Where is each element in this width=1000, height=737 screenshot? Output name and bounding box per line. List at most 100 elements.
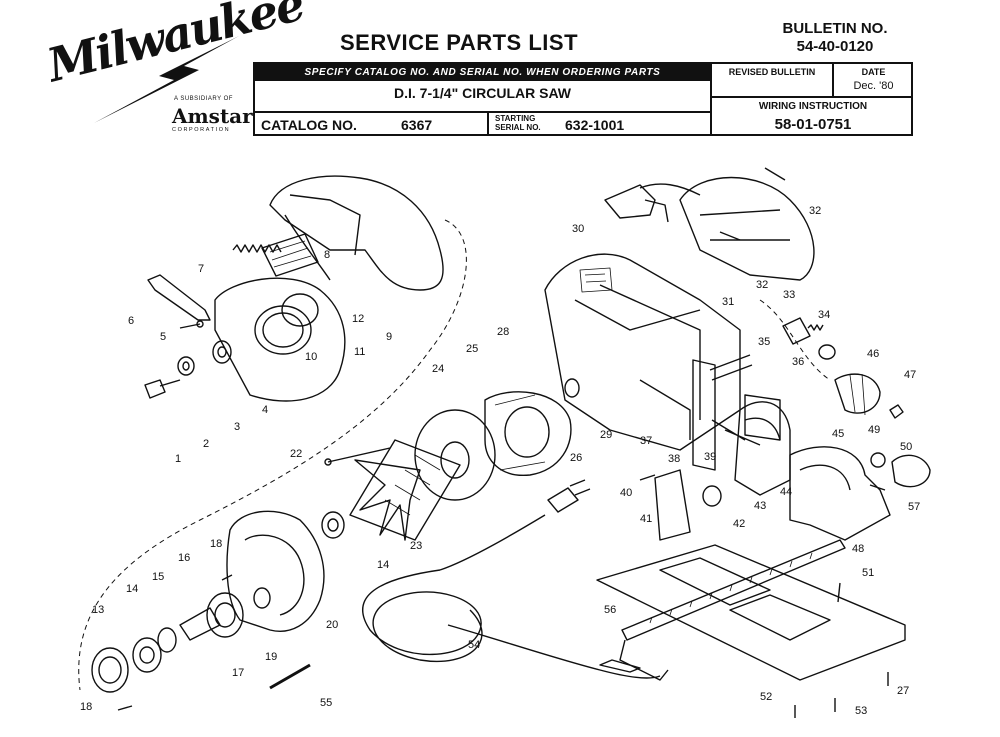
part-label-50: 50 [900,441,912,453]
wiring-number: 58-01-0751 [774,116,852,133]
brush-cap [818,344,836,360]
long-screw [327,447,391,463]
part-label-46: 46 [867,348,879,360]
fence-bracket [654,469,691,541]
part-label-54: 54 [468,639,480,651]
part-label-38: 38 [668,453,680,465]
depth-knob [834,373,881,414]
part-label-53: 53 [855,705,867,717]
bulletin-label: BULLETIN NO. [782,20,888,37]
subsidiary-line: A SUBSIDIARY OF [174,96,233,102]
part-label-27: 27 [897,685,909,697]
date-value: Dec. '80 [853,80,894,92]
part-label-47: 47 [904,369,916,381]
part-label-18: 18 [80,701,92,713]
lower-blade-guard [214,277,346,402]
bulletin-number: 54-40-0120 [796,38,874,55]
part-label-39: 39 [704,451,716,463]
field-assembly [484,391,572,476]
milwaukee-logo: Milwaukee A SUBSIDIARY OF Amstar CORPORA… [34,0,308,138]
part-label-17: 17 [232,667,244,679]
part-label-1: 1 [175,453,181,465]
cord-sleeve [599,659,641,673]
part-label-29: 29 [600,429,612,441]
part-label-20: 20 [326,619,338,631]
bearing-retainer [91,647,129,693]
spindle-gear [206,592,244,638]
part-label-5: 5 [160,331,166,343]
part-label-35: 35 [758,336,770,348]
rip-fence-bar [621,539,846,641]
part-label-8: 8 [324,249,330,261]
motor-housing [544,253,741,451]
wing-nut [891,454,931,488]
handle-screw [764,167,786,181]
part-label-14: 14 [126,583,138,595]
catalog-label: CATALOG NO. [261,117,357,133]
part-label-22: 22 [290,448,302,460]
plug [547,487,579,513]
depth-bracket [734,401,791,496]
part-label-18: 18 [210,538,222,550]
page-title: SERVICE PARTS LIST [340,30,579,55]
pivot-bracket [789,446,891,541]
shoe-base [596,544,906,681]
spindle [179,607,221,641]
part-label-42: 42 [733,518,745,530]
trigger-switch [604,184,656,219]
bulletin-block: BULLETIN NO. 54-40-0120 [760,20,910,55]
part-label-32: 32 [756,279,768,291]
part-label-37: 37 [640,435,652,447]
field-bearing [564,378,580,398]
assembly-screws [639,354,761,481]
part-label-28: 28 [497,326,509,338]
part-label-14: 14 [377,559,389,571]
part-label-31: 31 [722,296,734,308]
part-label-49: 49 [868,424,880,436]
part-label-26: 26 [570,452,582,464]
part-label-3: 3 [234,421,240,433]
part-label-25: 25 [466,343,478,355]
ordering-instruction: SPECIFY CATALOG NO. AND SERIAL NO. WHEN … [255,64,710,81]
nameplate [261,233,319,277]
part-label-32: 32 [809,205,821,217]
part-label-36: 36 [792,356,804,368]
fence-knob [702,485,722,507]
washer [870,452,886,468]
part-label-10: 10 [305,351,317,363]
part-label-19: 19 [265,651,277,663]
catalog-number: 6367 [401,117,433,133]
guard-lever [147,274,211,321]
product-name: D.I. 7-1/4" CIRCULAR SAW [394,85,571,101]
armature [349,439,461,541]
dashed-routing-line [78,219,467,691]
part-label-11: 11 [354,346,365,358]
date-label: DATE [861,67,886,77]
gear-case [226,510,325,632]
part-label-7: 7 [198,263,204,275]
retaining-ring [157,627,177,653]
upper-blade-guard [269,175,444,291]
part-label-45: 45 [832,428,844,440]
cooling-fan [354,459,421,541]
part-label-9: 9 [386,331,392,343]
part-label-34: 34 [818,309,830,321]
carbon-brush [782,317,811,345]
part-label-41: 41 [640,513,652,525]
guard-spring [232,244,282,253]
amstar-logo: Amstar [172,104,253,128]
part-label-12: 12 [352,313,364,325]
part-label-4: 4 [262,404,268,416]
part-label-13: 13 [92,604,104,616]
knob-nut [889,404,904,419]
part-label-16: 16 [178,552,190,564]
guard-ring [281,293,319,327]
part-label-30: 30 [572,223,584,235]
revised-bulletin-label: REVISED BULLETIN [728,67,816,77]
corporation-line: CORPORATION [172,127,231,133]
lock-pin [269,663,311,690]
armature-bearing [321,511,345,539]
part-label-40: 40 [620,487,632,499]
